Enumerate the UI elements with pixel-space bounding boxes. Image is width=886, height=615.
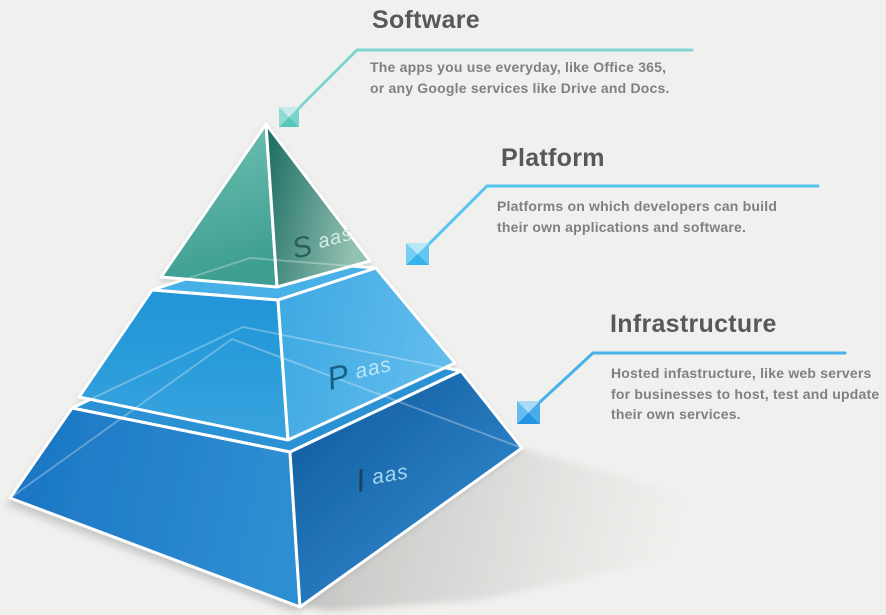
software-description: The apps you use everyday, like Office 3… [370, 57, 670, 98]
software-marker-facet-bottom [279, 117, 299, 127]
ground-shadow-left [6, 500, 300, 613]
infrastructure-marker-facet-right [528, 401, 540, 424]
platform-title: Platform [501, 144, 605, 172]
ground-shadow-right [299, 449, 703, 611]
infrastructure-connector-line [538, 351, 847, 404]
infrastructure-title: Infrastructure [610, 310, 777, 338]
infrastructure-marker-facet-left [517, 401, 529, 424]
software-marker [279, 107, 299, 127]
pyramid [8, 122, 524, 609]
iaas-back-rim-line [71, 326, 462, 409]
back-rim-lines [9, 257, 523, 499]
software-description-line-2: or any Google services like Drive and Do… [370, 79, 670, 96]
infrastructure-description: Hosted infastructure, like web servers f… [611, 363, 879, 425]
platform-connector-line [426, 184, 820, 247]
software-marker-facet-right [289, 107, 299, 127]
platform-marker [406, 243, 429, 265]
infrastructure-marker [517, 401, 540, 424]
platform-marker-facet-left [406, 243, 418, 265]
infrastructure-marker-facet-top [517, 401, 540, 413]
infrastructure-marker-facet-bottom [517, 412, 540, 424]
platform-marker-facet-top [406, 243, 429, 254]
saas-left-face [159, 122, 279, 289]
base-back-rim-line [9, 337, 523, 499]
software-description-line-1: The apps you use everyday, like Office 3… [370, 59, 667, 75]
software-title: Software [372, 6, 480, 34]
paas-back-rim-line [151, 257, 377, 291]
saas-right-face [264, 122, 372, 289]
software-marker-facet-top [279, 107, 299, 117]
infrastructure-description-line-3: their own services. [611, 406, 741, 422]
infrastructure-description-line-1: Hosted infastructure, like web servers [611, 365, 872, 381]
platform-description-line-2: their own applications and software. [497, 218, 747, 235]
software-marker-facet-left [279, 107, 289, 127]
software-connector-line [295, 48, 694, 112]
platform-description-line-1: Platforms on which developers can build [497, 198, 778, 214]
paas-right-face [276, 266, 457, 442]
platform-description: Platforms on which developers can build … [497, 196, 777, 237]
infrastructure-description-line-2: for businesses to host, test and update [611, 385, 880, 402]
platform-marker-facet-right [417, 243, 429, 265]
platform-marker-facet-bottom [406, 254, 429, 265]
iaas-right-face [288, 369, 524, 609]
